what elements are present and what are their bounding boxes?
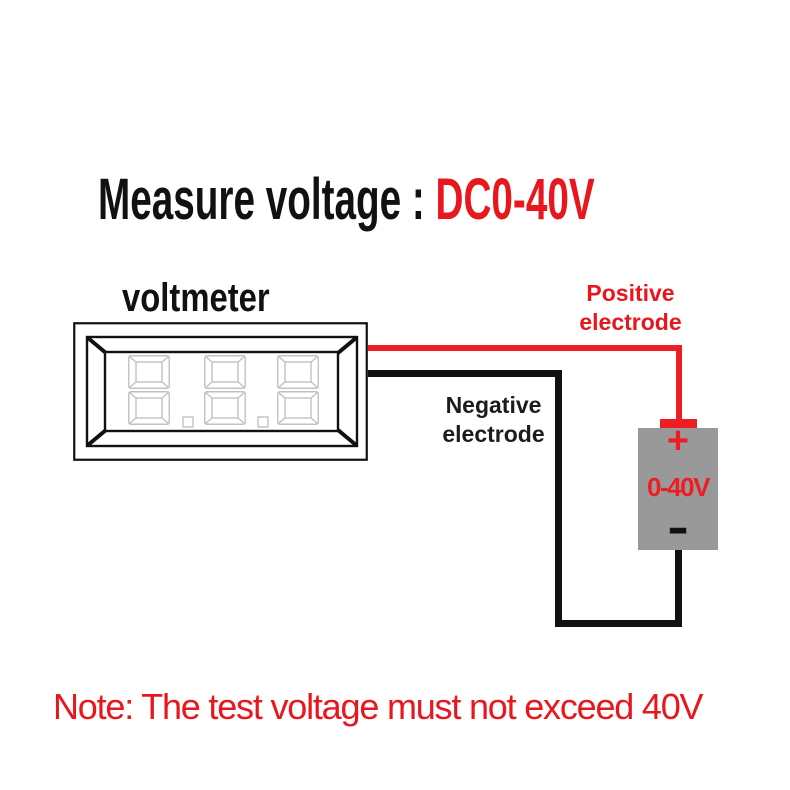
page-title: Measure voltage : DC0-40V bbox=[98, 170, 595, 230]
positive-wire-vertical bbox=[676, 345, 682, 421]
battery-voltage-range: 0-40V bbox=[647, 472, 710, 502]
negative-wire-vertical-right bbox=[675, 550, 682, 627]
battery-negative-terminal: - bbox=[667, 501, 689, 554]
note-text: Note: The test voltage must not exceed 4… bbox=[53, 686, 704, 727]
title-measure-voltage: Measure voltage : bbox=[98, 167, 436, 232]
display-bezel bbox=[85, 335, 359, 448]
positive-terminal-connector bbox=[660, 419, 697, 429]
negative-wire-horizontal-top bbox=[368, 370, 561, 377]
negative-wire-vertical-left bbox=[555, 370, 562, 627]
title-voltage-range: DC0-40V bbox=[435, 167, 595, 232]
positive-electrode-label: Positive electrode bbox=[579, 280, 682, 335]
voltmeter-label: voltmeter bbox=[122, 276, 270, 320]
decimal-point-2 bbox=[257, 416, 269, 428]
seven-segment-display bbox=[128, 355, 319, 428]
negative-wire-horizontal-bottom bbox=[555, 620, 682, 627]
battery: + 0-40V - bbox=[638, 422, 718, 552]
voltmeter-illustration bbox=[73, 322, 368, 461]
negative-electrode-label: Negative electrode bbox=[442, 392, 545, 447]
positive-wire-horizontal bbox=[368, 345, 682, 351]
battery-positive-terminal: + bbox=[666, 420, 690, 462]
decimal-point-1 bbox=[182, 416, 194, 428]
